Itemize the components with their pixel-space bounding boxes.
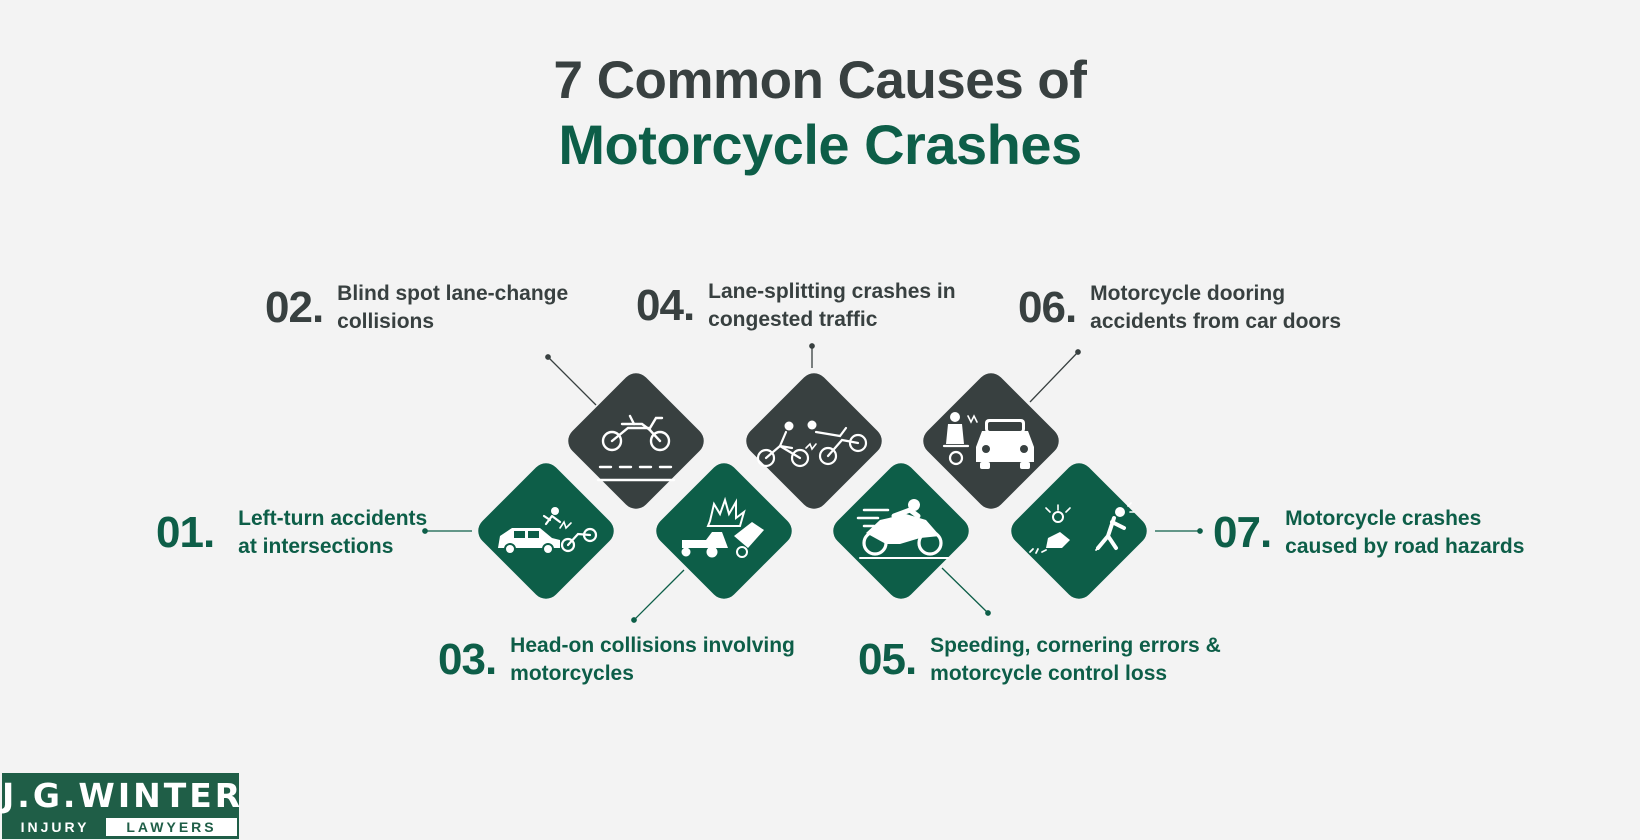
cause-label: Lane-splitting crashes in congested traf… — [708, 280, 956, 331]
cause-number: 01. — [156, 508, 215, 557]
logo-sub-left: INJURY — [20, 819, 90, 835]
speeding-sportbike-icon — [856, 499, 949, 559]
head-on-crash-icon — [681, 496, 764, 558]
cause-label: Motorcycle crashes caused by road hazard… — [1285, 507, 1525, 558]
cause-label: Speeding, cornering errors & motorcycle … — [930, 634, 1221, 685]
cause-label: Motorcycle dooring accidents from car do… — [1090, 282, 1342, 333]
road-hazard-fall-icon — [1029, 502, 1135, 554]
cause-label: Blind spot lane-change collisions — [337, 282, 569, 333]
diamond-02 — [568, 373, 704, 509]
logo-sub-right: LAWYERS — [106, 818, 237, 836]
diamond-01 — [478, 463, 614, 599]
cause-06: 06. Motorcycle dooring accidents from ca… — [1018, 280, 1341, 336]
logo-subtitle: INJURY LAWYERS — [4, 818, 237, 836]
motorcycle-lane-icon — [596, 414, 676, 482]
cause-label: Left-turn accidents at intersections — [238, 507, 428, 558]
cause-07: 07. Motorcycle crashes caused by road ha… — [1213, 505, 1524, 561]
cause-05: 05. Speeding, cornering errors & motorcy… — [858, 632, 1221, 688]
lane-splitting-riders-icon — [756, 420, 868, 468]
cause-number: 03. — [438, 635, 497, 684]
cause-number: 07. — [1213, 508, 1272, 557]
cause-number: 06. — [1018, 283, 1077, 332]
diamond-03 — [656, 463, 792, 599]
title-line-2: Motorcycle Crashes — [558, 113, 1082, 176]
cause-02: 02. Blind spot lane-change collisions — [265, 280, 568, 336]
company-logo: J.G.WINTER INJURY LAWYERS — [2, 773, 244, 839]
cause-04: 04. Lane-splitting crashes in congested … — [636, 278, 956, 334]
diamond-07 — [1011, 463, 1147, 599]
cause-label: Head-on collisions involving motorcycles — [510, 634, 795, 685]
logo-brand: J.G.WINTER — [2, 776, 244, 815]
cause-01: 01. Left-turn accidents at intersections — [156, 505, 427, 561]
cause-number: 02. — [265, 283, 324, 332]
cause-03: 03. Head-on collisions involving motorcy… — [438, 632, 795, 688]
diamond-04 — [746, 373, 882, 509]
cause-number: 04. — [636, 281, 695, 330]
car-motorcycle-collision-icon — [498, 507, 598, 555]
cause-number: 05. — [858, 635, 917, 684]
car-door-rider-icon — [942, 412, 1034, 469]
page-title: 7 Common Causes of Motorcycle Crashes — [0, 50, 1640, 178]
title-line-1: 7 Common Causes of — [553, 51, 1087, 110]
